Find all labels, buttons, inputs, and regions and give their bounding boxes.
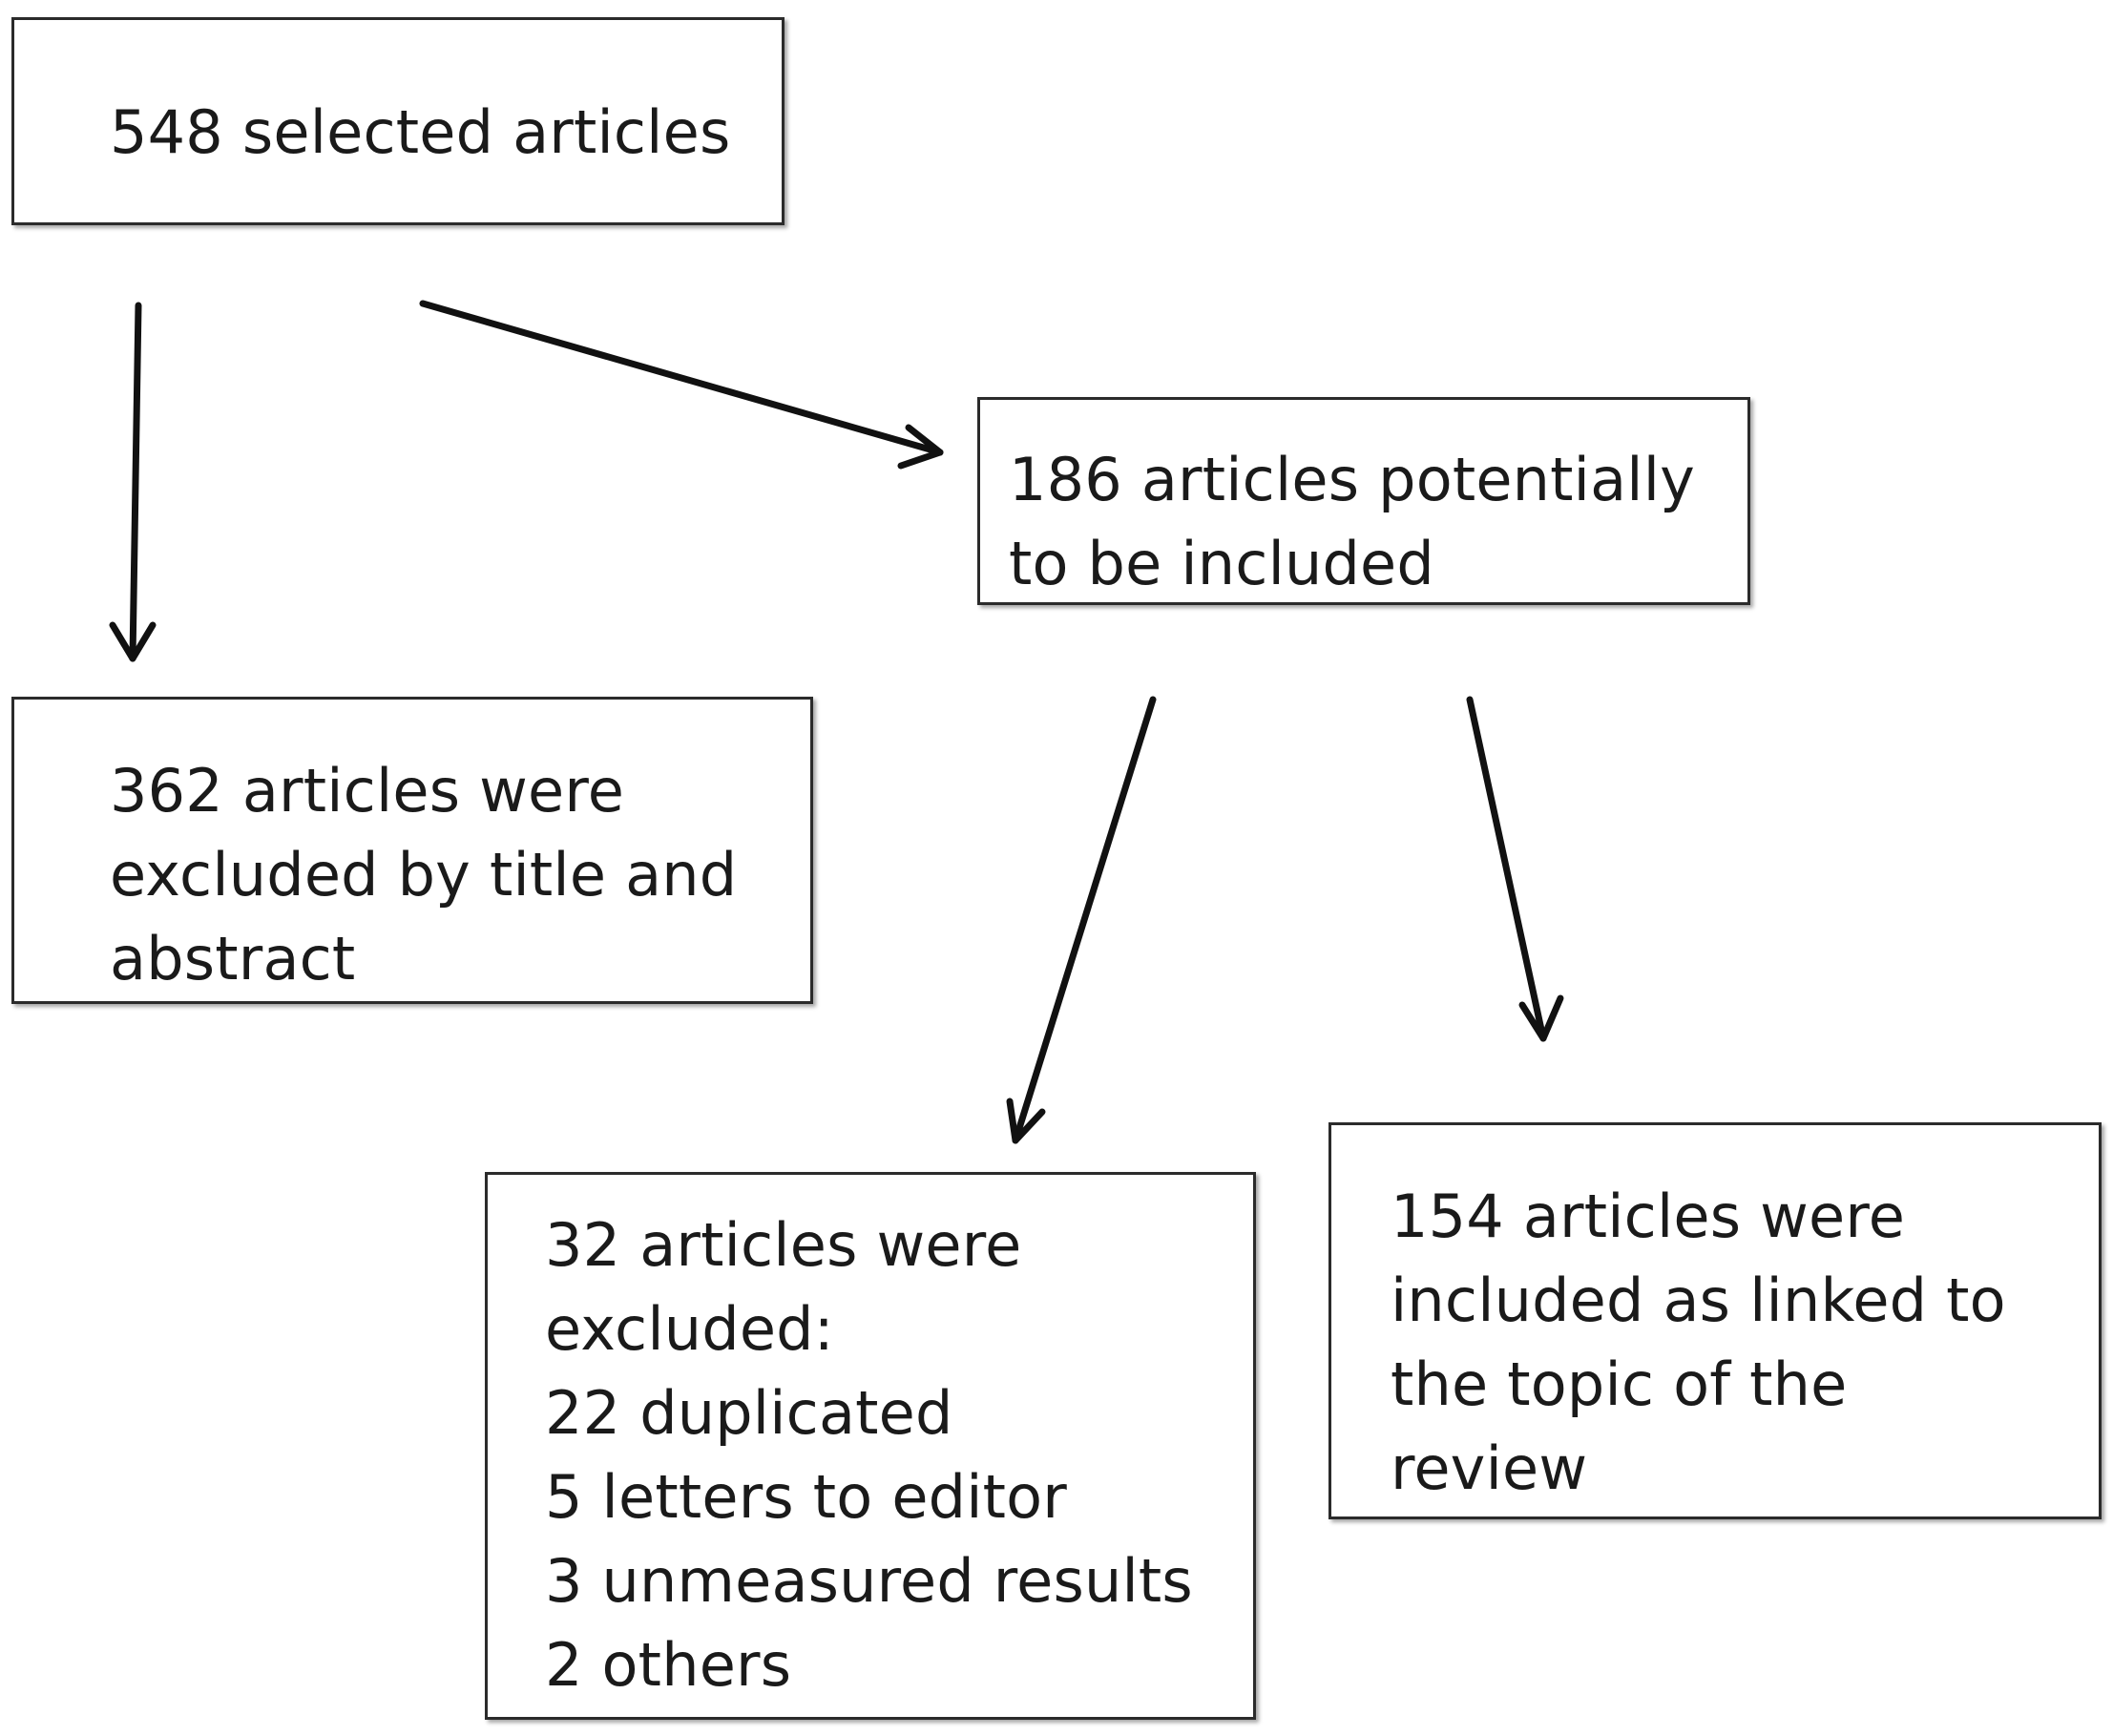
box-line: excluded: — [545, 1294, 834, 1364]
box-line: 186 articles potentially — [1009, 445, 1696, 514]
box-32-excluded-text: 32 articles were excluded: 22 duplicated… — [545, 1203, 1193, 1707]
box-line: 3 unmeasured results — [545, 1546, 1193, 1616]
box-32-excluded: 32 articles were excluded: 22 duplicated… — [485, 1172, 1256, 1720]
box-line: 548 selected articles — [110, 97, 731, 167]
box-line: 154 articles were — [1391, 1182, 1906, 1251]
box-line: 362 articles were — [110, 756, 625, 826]
arrow-potential-to-included-154 — [1466, 696, 1564, 1042]
box-selected-articles-text: 548 selected articles — [110, 91, 730, 175]
arrow-potential-to-excluded-32 — [1006, 696, 1157, 1144]
box-excluded-by-title: 362 articles were excluded by title and … — [11, 697, 813, 1004]
box-line: 2 others — [545, 1630, 792, 1700]
box-line: the topic of the — [1391, 1349, 1848, 1419]
box-excluded-by-title-text: 362 articles were excluded by title and … — [110, 749, 737, 1001]
box-line: review — [1391, 1433, 1588, 1503]
box-154-included: 154 articles were included as linked to … — [1328, 1122, 2102, 1519]
box-selected-articles: 548 selected articles — [11, 17, 785, 225]
arrow-selected-to-potential — [419, 300, 944, 470]
box-line: 5 letters to editor — [545, 1462, 1067, 1532]
box-line: excluded by title and — [110, 840, 738, 910]
box-potentially-included: 186 articles potentially to be included — [977, 397, 1750, 605]
arrow-selected-to-excluded-title — [109, 302, 157, 662]
box-154-included-text: 154 articles were included as linked to … — [1391, 1175, 2006, 1511]
box-line: abstract — [110, 924, 356, 993]
box-line: 22 duplicated — [545, 1378, 953, 1448]
box-line: to be included — [1009, 529, 1434, 598]
box-line: included as linked to — [1391, 1265, 2006, 1335]
box-potentially-included-text: 186 articles potentially to be included — [1009, 438, 1695, 606]
box-line: 32 articles were — [545, 1210, 1022, 1280]
